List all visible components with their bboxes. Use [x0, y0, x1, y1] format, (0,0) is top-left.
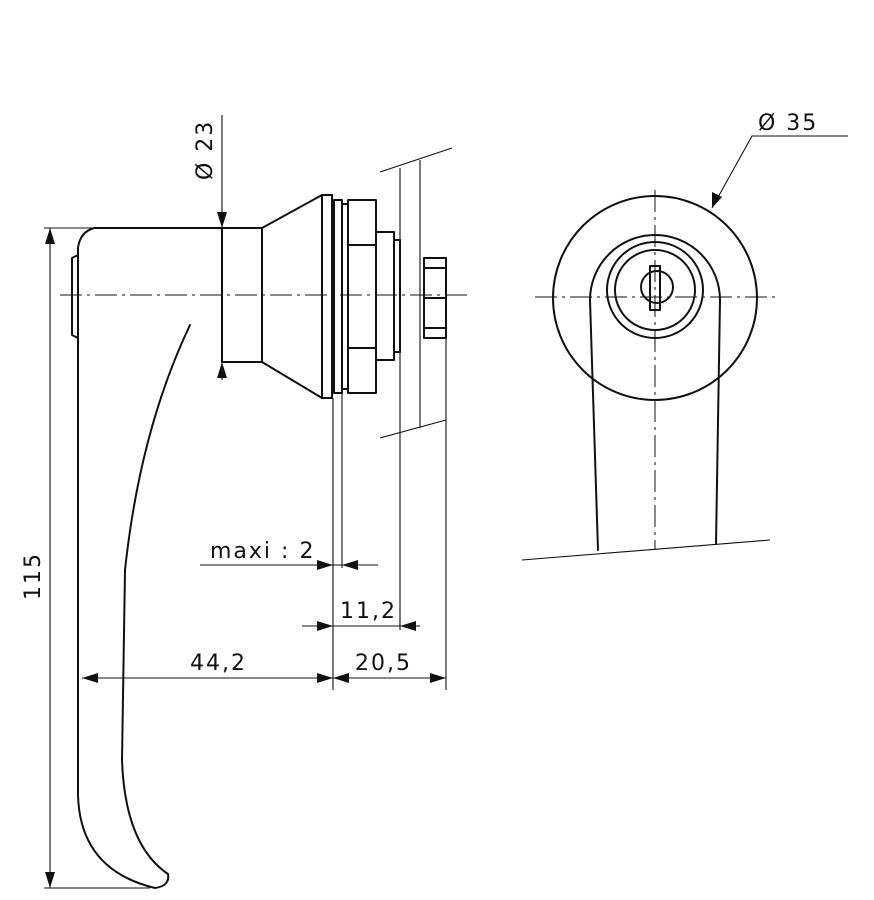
dim-thread-length: 11,2	[340, 599, 397, 624]
lever-back-tab	[71, 254, 79, 339]
nut	[347, 199, 377, 394]
washer-1	[333, 199, 343, 394]
dim-diameter-rosette: Ø 35	[758, 111, 818, 136]
front-view: Ø 35	[521, 111, 848, 561]
dim-diameter-shaft: Ø 23	[193, 120, 218, 180]
dim-total-depth: 20,5	[355, 651, 412, 676]
key-core	[640, 270, 674, 304]
dim-lever-reach: 44,2	[190, 651, 247, 676]
dim-lever-height: 115	[21, 552, 46, 600]
door-panel	[399, 160, 421, 435]
lever-handle	[77, 227, 223, 889]
flange	[321, 194, 333, 399]
dim-max-thickness: maxi : 2	[210, 539, 315, 564]
side-view: Ø 23 115 maxi : 2 11,2 44,2 20,5	[21, 115, 470, 889]
cone	[261, 194, 323, 399]
panel-break-bottom	[379, 419, 447, 439]
panel-break-top	[379, 147, 453, 173]
front-base-line	[521, 539, 771, 561]
nut-inner	[375, 231, 395, 361]
